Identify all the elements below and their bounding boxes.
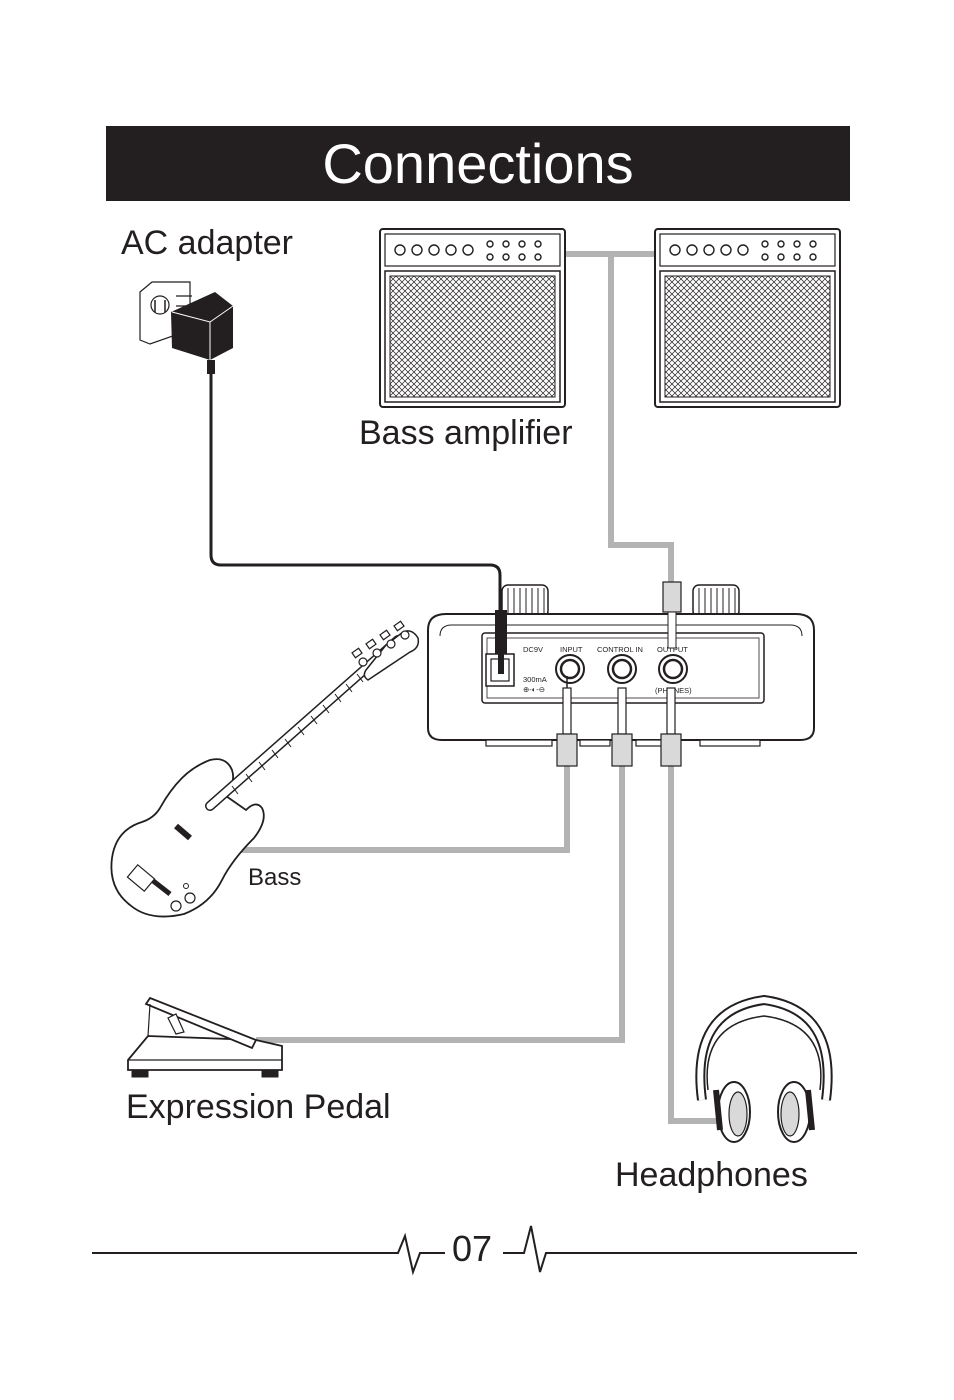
bass-amplifier-right-icon [654,228,841,408]
amp-cable [565,251,674,600]
expression-pedal-label: Expression Pedal [126,1088,391,1126]
ac-adapter-label: AC adapter [121,224,293,262]
polarity-symbol: ⊕-◐-⊖ [523,685,545,694]
input-plug-icon [556,676,578,767]
headphone-cable [668,765,718,1124]
headphones-label: Headphones [615,1156,808,1194]
phones-plug-icon [660,687,682,767]
bass-guitar-icon [110,620,420,918]
input-label: INPUT [560,645,583,654]
control-in-label: CONTROL IN [597,645,643,654]
bass-amplifier-left-icon [379,228,566,408]
dc-label: DC9V [523,645,543,654]
bass-label: Bass [248,864,302,891]
ac-adapter-icon [139,281,234,374]
title-bar: Connections [106,126,850,201]
page-footer-line [92,1225,857,1276]
pedal-cable [256,765,625,1043]
power-cable [209,370,502,640]
cables [238,251,718,1124]
page-number: 07 [452,1228,493,1269]
effects-unit-icon: DC9V 300mA ⊕-◐-⊖ INPUT CONTROL IN OUTPUT… [427,584,815,747]
headphones-icon [695,994,833,1143]
dc-plug-icon [495,610,507,674]
output-label: OUTPUT [657,645,688,654]
bass-cable [238,765,570,853]
output-plug-top-icon [662,581,682,649]
page-title: Connections [322,132,634,195]
expression-pedal-icon [127,996,283,1078]
current-label: 300mA [523,675,547,684]
bass-amplifier-label: Bass amplifier [359,414,573,452]
control-plug-icon [611,687,633,767]
